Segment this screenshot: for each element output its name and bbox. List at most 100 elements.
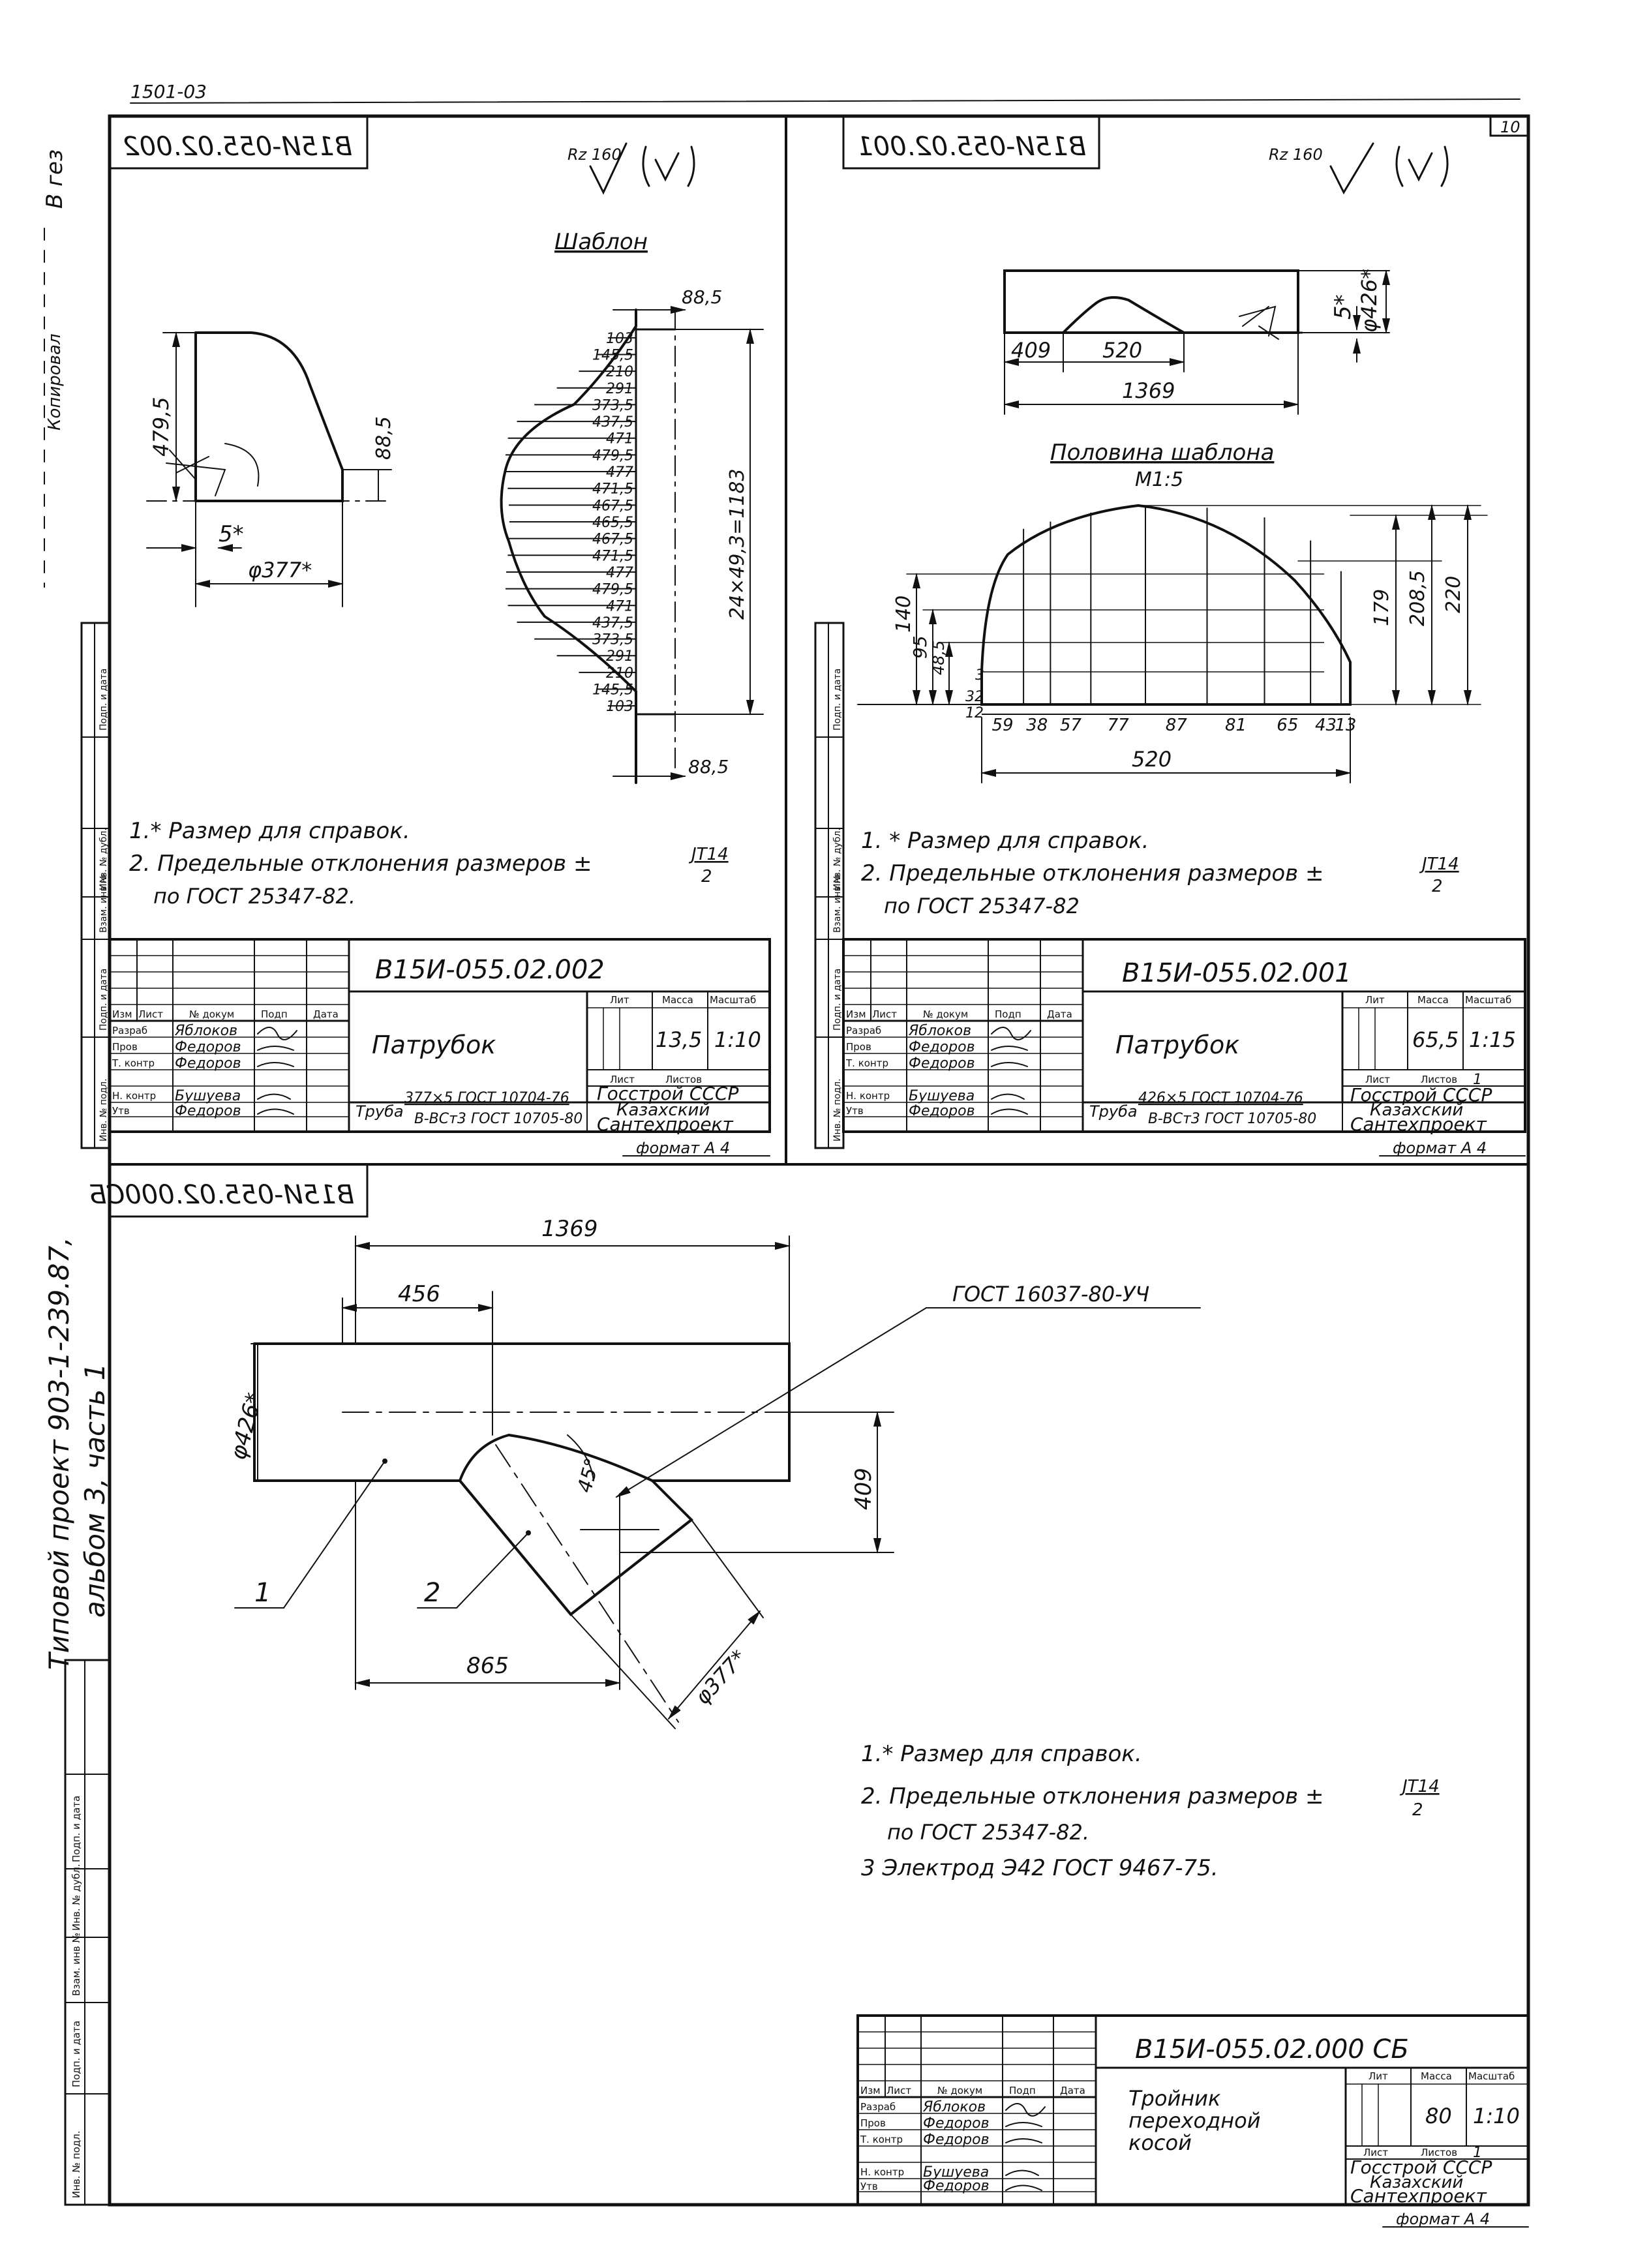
left-dim-3: 3 bbox=[975, 667, 984, 684]
stamp-utv-name: Федоров bbox=[923, 2178, 990, 2194]
stamp-header-data: Дата bbox=[1060, 2085, 1085, 2096]
stamp-utv-label: Утв bbox=[846, 1105, 864, 1117]
stamp-tkontr-label: Т. контр bbox=[845, 1057, 888, 1069]
stamp-header-docnum: № докум bbox=[937, 2085, 982, 2096]
drawing-000: B15И-055.02.000СБ 1369 456 φ426* 409 865 bbox=[89, 1163, 1530, 2228]
stamp-tkontr-name: Федоров bbox=[175, 1055, 241, 1072]
stamp-scale: 1:10 bbox=[1473, 2104, 1520, 2128]
stamp-scale: 1:15 bbox=[1469, 1027, 1516, 1052]
stamp-razrab-name: Яблоков bbox=[908, 1023, 971, 1039]
stamp-org-1: Госстрой СССР bbox=[597, 1083, 738, 1104]
stamp-header-podp: Подп bbox=[1009, 2085, 1036, 2096]
stamp-format: формат А 4 bbox=[1393, 1139, 1487, 1157]
ordinate-label: 145,5 bbox=[592, 682, 633, 699]
stamp-prov-name: Федоров bbox=[923, 2115, 990, 2132]
note-1: 1. * Размер для справок. bbox=[861, 828, 1149, 854]
margin-label-podp: Подп. и дата bbox=[832, 969, 843, 1031]
stamp-code: B15И-055.02.001 bbox=[1122, 958, 1352, 988]
stamp-header-docnum: № докум bbox=[923, 1008, 968, 1020]
ordinate-label: 103 bbox=[606, 699, 633, 715]
stamp-scale: 1:10 bbox=[714, 1027, 761, 1052]
ordinate-label: 373,5 bbox=[592, 397, 633, 414]
project-line-2: альбом 3, часть 1 bbox=[79, 1363, 111, 1618]
bottom-spacing-label: 38 bbox=[1026, 716, 1048, 735]
ordinate-label: 291 bbox=[606, 648, 633, 665]
stamp-lit-header: Лит bbox=[1369, 2070, 1388, 2082]
stamp-masshtab-header: Масштаб bbox=[1468, 2070, 1515, 2082]
stamp-tkontr-name: Федоров bbox=[923, 2132, 990, 2148]
stamp-masshtab-header: Масштаб bbox=[1465, 994, 1511, 1006]
stamp-mass: 13,5 bbox=[656, 1027, 702, 1052]
branch-pipe bbox=[459, 1433, 694, 1616]
note-2: 2. Предельные отклонения размеров ± bbox=[861, 860, 1324, 886]
dim-diameter-002: φ377* bbox=[248, 558, 312, 582]
margin-label-inv: Инв. № подл. bbox=[832, 1078, 843, 1142]
ordinate-label: 467,5 bbox=[592, 532, 633, 548]
stamp-nkontr-name: Бушуева bbox=[923, 2164, 989, 2181]
margin-label-podp2: Подп. и дата bbox=[98, 669, 109, 731]
margin-label-dubl: Инв. № дубл. bbox=[832, 828, 843, 890]
ordinate-label: 291 bbox=[606, 381, 633, 397]
dim-width-001: 520 bbox=[1102, 338, 1142, 363]
stamp-mass: 65,5 bbox=[1412, 1027, 1459, 1052]
ordinate-label: 145,5 bbox=[592, 347, 633, 363]
stamp-header-data: Дата bbox=[1047, 1008, 1072, 1020]
margin-label-podp2: Подп. и дата bbox=[70, 1796, 82, 1862]
bottom-spacing-label: 57 bbox=[1060, 716, 1082, 735]
ordinate-label: 471,5 bbox=[592, 548, 633, 564]
drawing-002: B15И-055.02.002 Rz 160 Шаблон 479,5 88,5… bbox=[108, 115, 771, 1157]
drawing-001-code-mirrored: B15И-055.02.001 bbox=[856, 132, 1086, 162]
dim-step-002: 88,5 bbox=[372, 416, 395, 460]
dim-offset-001: 409 bbox=[1011, 338, 1051, 363]
ordinate-label: 103 bbox=[606, 331, 633, 347]
right-dim-220: 220 bbox=[1442, 576, 1465, 613]
stamp-header-podp: Подп bbox=[995, 1008, 1021, 1020]
bottom-spacing-label: 13 bbox=[1335, 716, 1356, 735]
roughness-check-icon bbox=[1329, 142, 1374, 195]
position-2: 2 bbox=[424, 1578, 440, 1608]
stamp-razrab-name: Яблоков bbox=[922, 2099, 986, 2115]
margin-strip-top-left: Инв. № подл. Подп. и дата Взам. инв № Ин… bbox=[80, 622, 111, 1149]
stamp-sheets: 1 bbox=[1473, 1072, 1482, 1088]
stamp-prov-name: Федоров bbox=[175, 1039, 241, 1055]
template-curve bbox=[500, 309, 637, 784]
dim-total-001: 1369 bbox=[1122, 378, 1175, 403]
note-4: 3 Электрод Э42 ГОСТ 9467-75. bbox=[861, 1855, 1218, 1881]
stamp-lit-header: Лит bbox=[610, 994, 629, 1006]
margin-label-vzam: Взам. инв № bbox=[70, 1933, 82, 1996]
position-1: 1 bbox=[254, 1578, 271, 1608]
signature bbox=[257, 1027, 297, 1115]
note-3: по ГОСТ 25347-82. bbox=[153, 884, 356, 909]
stamp-org-1: Госстрой СССР bbox=[1350, 2156, 1492, 2178]
template-top-dim: 88,5 bbox=[682, 286, 722, 308]
margin-label-podp: Подп. и дата bbox=[98, 969, 109, 1031]
stamp-lit-header: Лит bbox=[1365, 994, 1385, 1006]
stamp-utv-name: Федоров bbox=[909, 1103, 975, 1119]
stamp-prov-label: Пров bbox=[860, 2117, 886, 2129]
stamp-org-3: Сантехпроект bbox=[1350, 2185, 1487, 2207]
stamp-list-header: Лист bbox=[1365, 1074, 1390, 1085]
half-template-title: Половина шаблона bbox=[1050, 440, 1274, 466]
stamp-massa-header: Масса bbox=[662, 994, 693, 1006]
stamp-nkontr-label: Н. контр bbox=[112, 1090, 156, 1102]
ordinate-label: 477 bbox=[606, 464, 633, 481]
stamp-format: формат А 4 bbox=[636, 1139, 730, 1157]
copied-label: Копировал bbox=[45, 333, 65, 431]
stamp-listov-header: Листов bbox=[1421, 2147, 1457, 2158]
stamp-prov-label: Пров bbox=[112, 1041, 138, 1053]
dim-height-002: 479,5 bbox=[149, 397, 174, 457]
stamp-utv-label: Утв bbox=[860, 2181, 878, 2192]
ordinate-label: 471 bbox=[606, 431, 633, 447]
stamp-material-prefix: Труба bbox=[1089, 1102, 1138, 1121]
ordinate-label: 471,5 bbox=[592, 481, 633, 498]
tolerance-den: 2 bbox=[1412, 1800, 1423, 1820]
template-bottom-dim: 88,5 bbox=[688, 756, 729, 778]
ordinate-label: 437,5 bbox=[592, 414, 633, 431]
stamp-material-top: 377×5 ГОСТ 10704-76 bbox=[404, 1090, 569, 1106]
stamp-massa-header: Масса bbox=[1421, 2070, 1452, 2082]
ordinate-label: 437,5 bbox=[592, 615, 633, 631]
bottom-spacing-label: 77 bbox=[1108, 716, 1130, 735]
left-dim-140: 140 bbox=[892, 596, 915, 633]
stamp-prov-label: Пров bbox=[846, 1041, 871, 1053]
stamp-listov-header: Листов bbox=[1421, 1074, 1457, 1085]
